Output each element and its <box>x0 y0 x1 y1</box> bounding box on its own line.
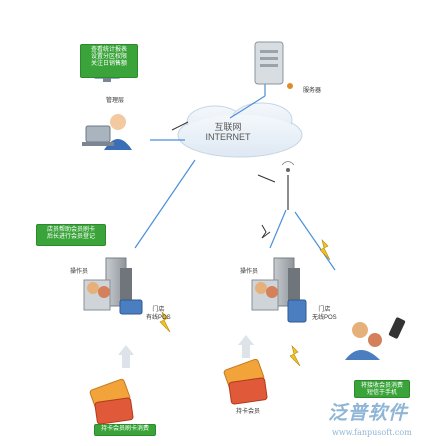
sms-notice-line: 短信于手机 <box>366 390 397 396</box>
sms-notice-box: 将接收会员消费 短信于手机 <box>354 380 410 398</box>
internet-label-cn: 互联网 <box>214 122 242 132</box>
store-building-right <box>251 257 300 311</box>
card-swipe-box: 持卡会员刷卡消费 <box>94 424 156 436</box>
pos-label-right: 门店 无线POS <box>312 306 337 322</box>
store-tasks-box: 店员帮助会员刷卡 后长进行会员登记 <box>36 224 106 246</box>
pos-label-right-line1: 门店 <box>318 307 331 313</box>
sms-notice-line: 将接收会员消费 <box>360 383 403 389</box>
manager-icon <box>82 114 132 150</box>
pos-label-left-line1: 门店 <box>152 307 165 313</box>
manager-tasks-box: 查看统计报表 设置分区权限 关注日销售额 <box>80 44 138 78</box>
member-cards-left <box>89 378 134 425</box>
pos-label-right-line2: 无线POS <box>312 315 337 321</box>
connection-arrows <box>171 121 276 239</box>
pos-label-left: 门店 有线POS <box>146 306 171 322</box>
pos-terminal-left <box>119 299 143 315</box>
phone-icon <box>388 317 406 339</box>
up-arrows <box>118 335 254 368</box>
brand-name: 泛普软件 <box>328 403 409 424</box>
member-cards-right <box>223 358 268 405</box>
internet-label-en: INTERNET <box>205 132 251 142</box>
connection-lines <box>134 82 336 271</box>
operator-label-left: 操作员 <box>70 269 89 275</box>
store-task-line: 后长进行会员登记 <box>46 234 95 240</box>
manager-task-line: 设置分区权限 <box>90 54 127 60</box>
manager-task-line: 关注日销售额 <box>90 61 127 67</box>
pos-label-left-line2: 有线POS <box>146 315 171 321</box>
server-icon <box>254 41 293 89</box>
store-building-left <box>83 257 132 311</box>
pos-terminal-right <box>287 299 307 323</box>
manager-label: 管理层 <box>106 98 125 104</box>
operator-label-right: 操作员 <box>240 269 259 275</box>
brand-url: www.fanpusoft.com <box>332 428 412 437</box>
card-holder-icon <box>345 322 382 360</box>
signal-bolts <box>159 239 331 367</box>
store-task-line: 店员帮助会员刷卡 <box>46 227 95 233</box>
card-holder-label: 持卡会员 <box>236 409 261 415</box>
internet-label: 互联网 INTERNET <box>198 122 258 142</box>
wireless-tower-icon <box>281 161 295 210</box>
manager-task-line: 查看统计报表 <box>90 47 127 53</box>
server-label: 服务器 <box>303 88 322 94</box>
internet-cloud <box>177 102 303 158</box>
